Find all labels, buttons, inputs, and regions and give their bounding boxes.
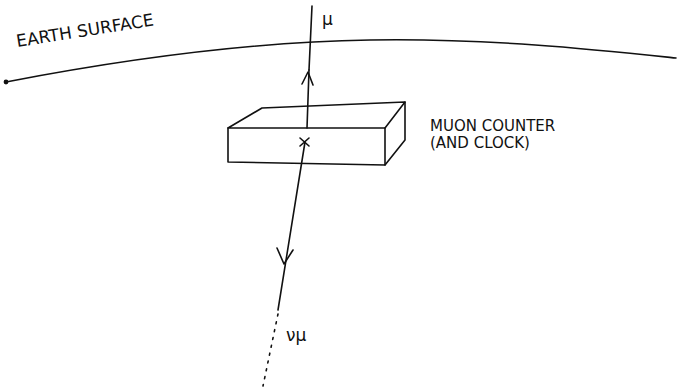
particle-label: νμ	[286, 326, 306, 346]
arrowhead	[302, 72, 313, 85]
earth-surface-line	[6, 40, 676, 82]
surface-dot	[4, 80, 7, 83]
muon-track	[307, 70, 309, 128]
neutrino-track	[278, 142, 305, 310]
counter-side-face	[385, 102, 405, 165]
counter-front-face	[228, 128, 385, 165]
arrowhead	[277, 248, 293, 264]
surface-label: EARTH SURFACE	[15, 11, 155, 52]
counter-top-face	[228, 102, 405, 128]
counter-label: MUON COUNTER (AND CLOCK)	[430, 118, 558, 153]
particle-label: μ	[322, 10, 333, 30]
muon-track	[309, 6, 312, 70]
neutrino-track-dotted	[263, 314, 278, 386]
